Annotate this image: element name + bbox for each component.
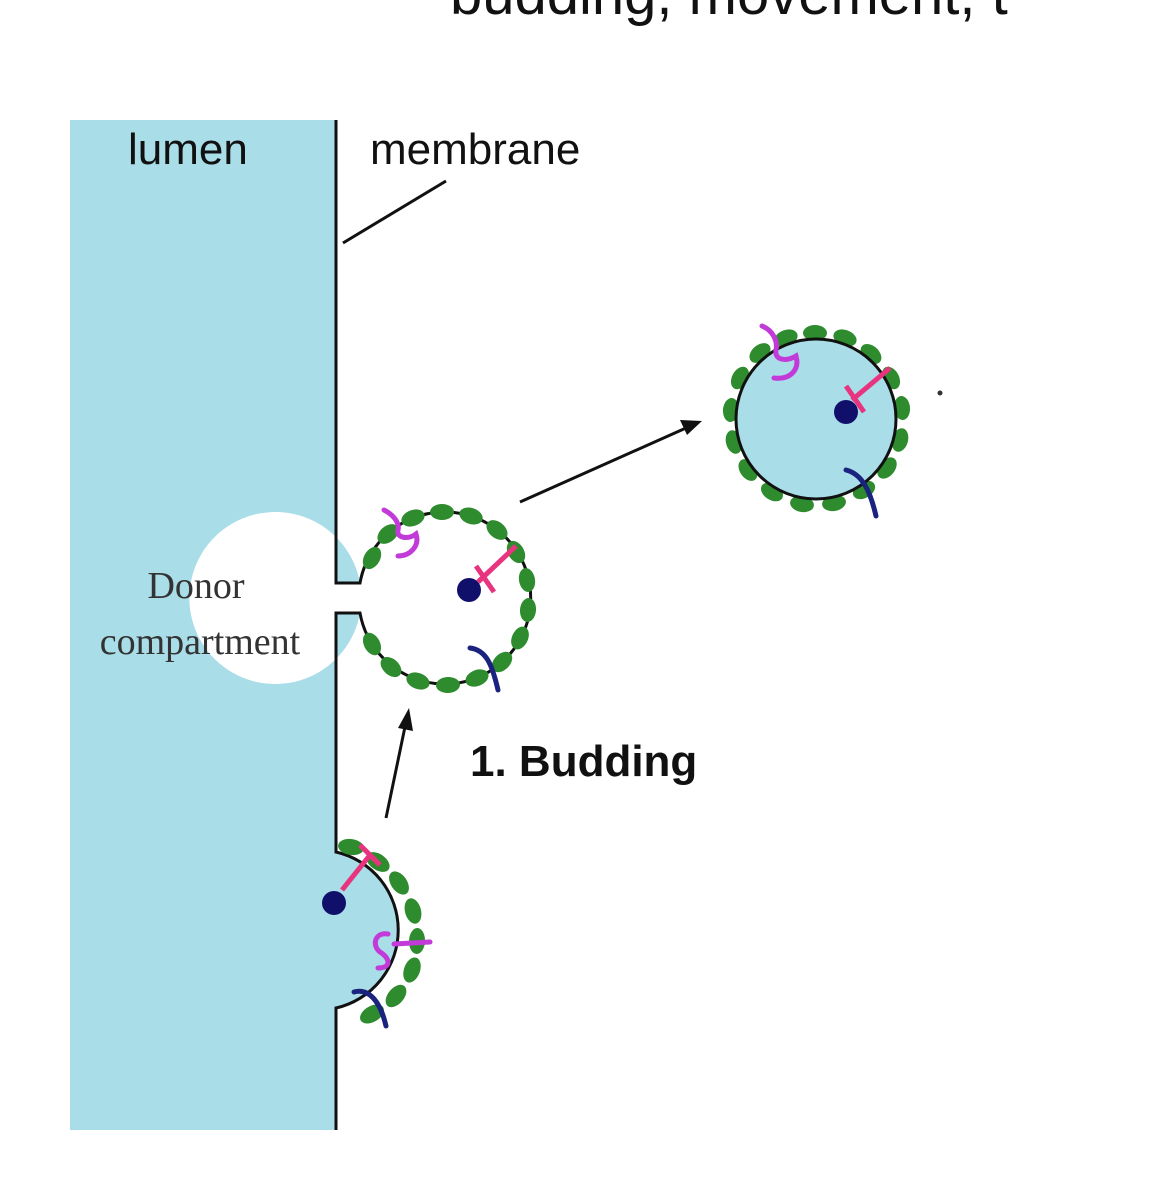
donor-label-line2: compartment — [100, 621, 301, 663]
early-bud-cargo — [322, 891, 346, 915]
budding-step-label: 1. Budding — [470, 737, 697, 786]
membrane-label: membrane — [370, 125, 580, 174]
arrow-pinch-to-free — [519, 420, 702, 504]
donor-label-line1: Donor — [147, 565, 244, 607]
stray-dot — [937, 390, 943, 396]
pinching-bud-coat — [362, 504, 537, 694]
pinching-bud-cargo — [457, 578, 481, 602]
free-vesicle-coat — [722, 325, 911, 513]
lumen-label: lumen — [128, 125, 248, 174]
free-vesicle-body — [734, 337, 898, 501]
free-coated-vesicle — [722, 323, 911, 519]
membrane-pointer — [342, 179, 447, 245]
arrow-bud-to-pinch — [384, 708, 413, 819]
free-vesicle-proteins — [759, 323, 892, 519]
pinching-bud-proteins — [381, 507, 518, 693]
free-vesicle-cargo — [834, 400, 858, 424]
slide-title-fragment: budding, movement, t — [450, 0, 1008, 27]
early-bud-proteins — [322, 843, 433, 1029]
